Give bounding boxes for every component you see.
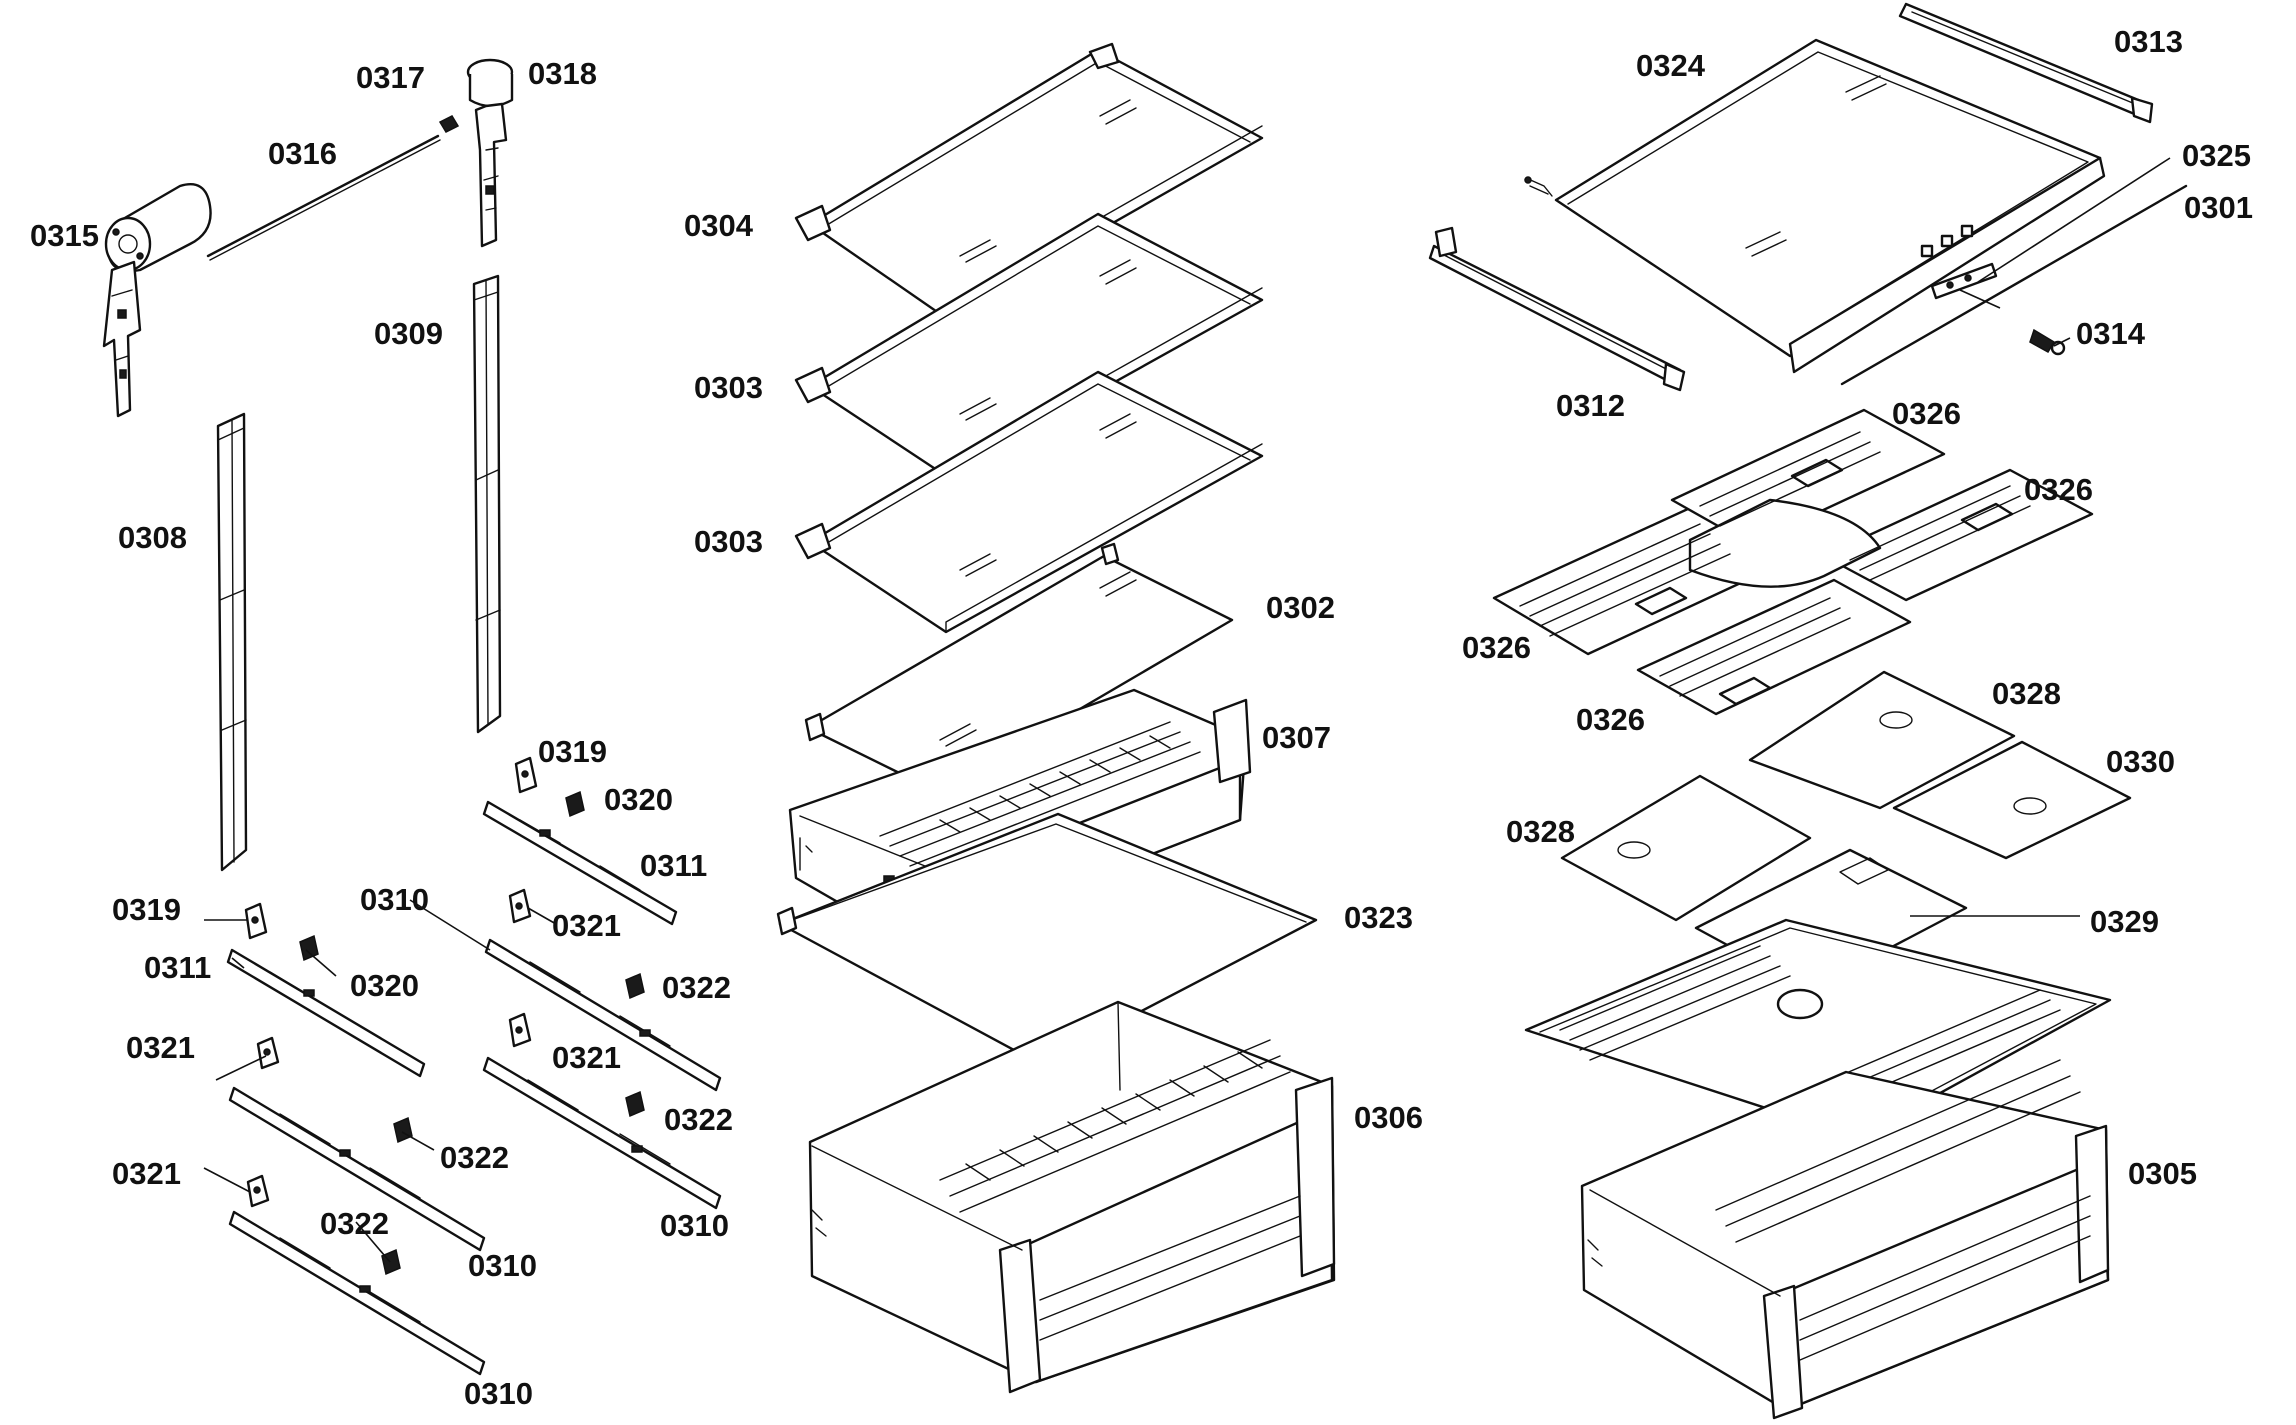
- label-0313: 0313: [2114, 24, 2183, 59]
- label-0322-d: 0322: [320, 1206, 389, 1241]
- label-0308: 0308: [118, 520, 187, 555]
- label-0310-c: 0310: [468, 1248, 537, 1283]
- label-0322-a: 0322: [662, 970, 731, 1005]
- clip-0321-bottom: [246, 1174, 270, 1208]
- label-0318: 0318: [528, 56, 597, 91]
- label-0326-b: 0326: [2024, 472, 2093, 507]
- drawer-0306-grille: [939, 1039, 1301, 1341]
- label-0310-d: 0310: [464, 1376, 533, 1411]
- freezer-drawer-0305: [1580, 1059, 2110, 1420]
- clip-0320-lower: [299, 934, 319, 962]
- clip-0322-left: [393, 1116, 413, 1144]
- rail-0312: [1428, 226, 1686, 392]
- fan-shaft: [206, 134, 441, 261]
- fan-motor-assembly: [102, 183, 212, 418]
- rod-0325: [1840, 184, 2188, 386]
- label-0326-d: 0326: [1576, 702, 1645, 737]
- left-hardware-group: [102, 58, 722, 1376]
- label-0302: 0302: [1266, 590, 1335, 625]
- label-0317: 0317: [356, 60, 425, 95]
- damper-control-post: [466, 58, 514, 248]
- right-freezer-group: [1428, 2, 2188, 1420]
- shaft-clip: [438, 115, 460, 133]
- label-0320-a: 0320: [604, 782, 673, 817]
- center-shelves-group: [776, 42, 1336, 1394]
- label-0321-a: 0321: [552, 908, 621, 943]
- label-0304: 0304: [684, 208, 754, 243]
- label-0328-a: 0328: [1992, 676, 2061, 711]
- clip-0320-upper: [565, 790, 585, 818]
- glass-shelf-0303-lower: [794, 370, 1264, 634]
- label-0321-b: 0321: [126, 1030, 195, 1065]
- label-0303-b: 0303: [694, 524, 763, 559]
- label-0303-a: 0303: [694, 370, 763, 405]
- rail-0311-upper: [482, 800, 678, 926]
- pad-0330: [1892, 740, 2132, 860]
- clip-0314: [2029, 328, 2066, 356]
- clip-0319-lower: [244, 902, 268, 940]
- label-0316: 0316: [268, 136, 337, 171]
- label-0323: 0323: [1344, 900, 1413, 935]
- label-0315: 0315: [30, 218, 99, 253]
- label-0311-a: 0311: [640, 848, 707, 883]
- label-0319-b: 0319: [112, 892, 181, 927]
- label-0322-b: 0322: [664, 1102, 733, 1137]
- part-labels: 0313 0324 0325 0301 0314 0312 0326 0326 …: [30, 24, 2253, 1411]
- control-panel-0301: [1930, 262, 1998, 300]
- drawer-0307-grille: [879, 721, 1201, 867]
- crisper-cover-0302: [804, 542, 1234, 794]
- label-0326-a: 0326: [1892, 396, 1961, 431]
- pad-set-0326: [1492, 408, 2094, 716]
- label-0321-d: 0321: [112, 1156, 181, 1191]
- label-0328-b: 0328: [1506, 814, 1575, 849]
- label-0330: 0330: [2106, 744, 2175, 779]
- label-0310-b: 0310: [660, 1208, 729, 1243]
- left-vertical-post: [216, 412, 248, 872]
- pad-0328-upper: [1748, 670, 2016, 810]
- clip-0319-upper: [514, 756, 538, 794]
- label-0324: 0324: [1636, 48, 1706, 83]
- rail-0310-d: [228, 1210, 486, 1376]
- lower-drawer-0306: [808, 1000, 1336, 1394]
- label-0329: 0329: [2090, 904, 2159, 939]
- label-0306: 0306: [1354, 1100, 1423, 1135]
- control-buttons: [1920, 224, 1974, 258]
- label-0314: 0314: [2076, 316, 2146, 351]
- freezer-tray: [1524, 918, 2112, 1140]
- clip-0322-mid: [625, 1090, 645, 1118]
- clip-0322-bottom: [381, 1248, 401, 1276]
- rail-0310-c: [228, 1086, 486, 1252]
- label-0320-b: 0320: [350, 968, 419, 1003]
- clip-0321-left: [256, 1036, 280, 1070]
- label-0319-a: 0319: [538, 734, 607, 769]
- label-0301: 0301: [2184, 190, 2253, 225]
- clip-0321-upper: [508, 888, 532, 924]
- label-0305: 0305: [2128, 1156, 2197, 1191]
- label-0325: 0325: [2182, 138, 2251, 173]
- label-0321-c: 0321: [552, 1040, 621, 1075]
- glass-panel-0323: [776, 812, 1318, 1066]
- glass-shelf-0304: [794, 42, 1264, 320]
- glass-cover-0324: [1524, 38, 2106, 374]
- label-0326-c: 0326: [1462, 630, 1531, 665]
- right-vertical-post: [472, 274, 502, 734]
- rail-0311-lower: [226, 948, 426, 1078]
- label-0312: 0312: [1556, 388, 1625, 423]
- rail-0310-b: [482, 1056, 722, 1210]
- label-0307: 0307: [1262, 720, 1331, 755]
- drawer-0305-grille: [1715, 1059, 2091, 1361]
- label-0309: 0309: [374, 316, 443, 351]
- pad-0328-lower: [1560, 774, 1812, 922]
- label-0310-a: 0310: [360, 882, 429, 917]
- clip-0322-upper: [625, 972, 645, 1000]
- label-0322-c: 0322: [440, 1140, 509, 1175]
- label-0311-b: 0311: [144, 950, 211, 985]
- glass-shelf-0303-upper: [794, 212, 1264, 478]
- rail-0313: [1898, 2, 2154, 124]
- clip-0321-mid: [508, 1012, 532, 1048]
